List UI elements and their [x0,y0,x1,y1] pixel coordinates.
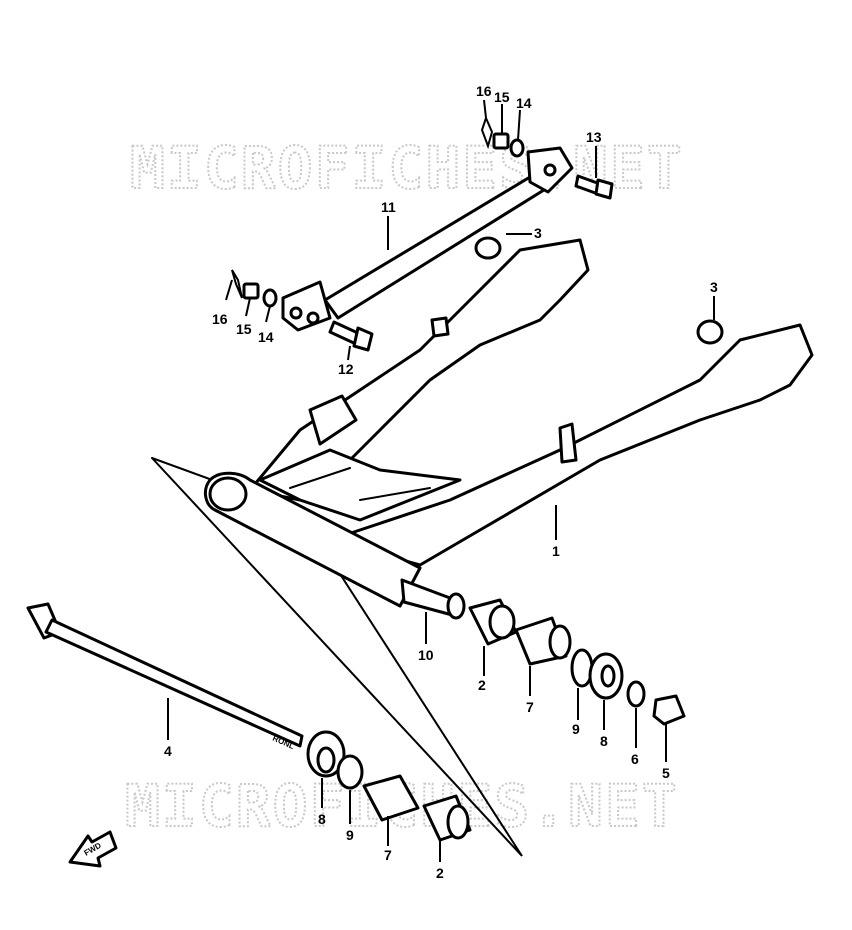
callout-14-top: 14 [516,95,532,111]
callout-14-left: 14 [258,329,274,345]
callout-2-left: 2 [436,865,444,881]
callout-6: 6 [631,751,639,767]
right-pivot-parts [468,598,686,726]
callout-13: 13 [586,129,602,145]
callout-3-right: 3 [710,279,718,295]
callout-9-right: 9 [572,721,580,737]
callout-9-left: 9 [346,827,354,843]
leader-lines [167,99,715,862]
callout-16-top: 16 [476,83,492,99]
callout-11: 11 [381,199,396,215]
callout-8-left: 8 [318,811,326,827]
callout-4: 4 [164,743,172,759]
callout-16-left: 16 [212,311,228,327]
left-hardware [231,269,278,308]
bolt-13 [574,174,614,200]
pivot-shaft: RONL [26,602,304,751]
callout-7-right: 7 [526,699,534,715]
swingarm [203,236,814,608]
bolt-12 [328,320,374,352]
pivot-sleeve [400,578,466,620]
callout-8-right: 8 [600,733,608,749]
fwd-arrow: FWD [68,830,118,868]
callout-15-top: 15 [494,89,510,105]
callout-2-right: 2 [478,677,486,693]
callout-10: 10 [418,647,434,663]
callout-labels: 16 15 14 13 11 3 3 16 15 14 12 1 10 2 7 … [164,83,718,881]
left-pivot-parts [306,730,472,842]
callout-1: 1 [552,543,560,559]
callout-3-left: 3 [534,225,542,241]
torque-rod [281,146,574,332]
callout-5: 5 [662,765,670,781]
callout-7-left: 7 [384,847,392,863]
callout-15-left: 15 [236,321,252,337]
callout-12: 12 [338,361,354,377]
